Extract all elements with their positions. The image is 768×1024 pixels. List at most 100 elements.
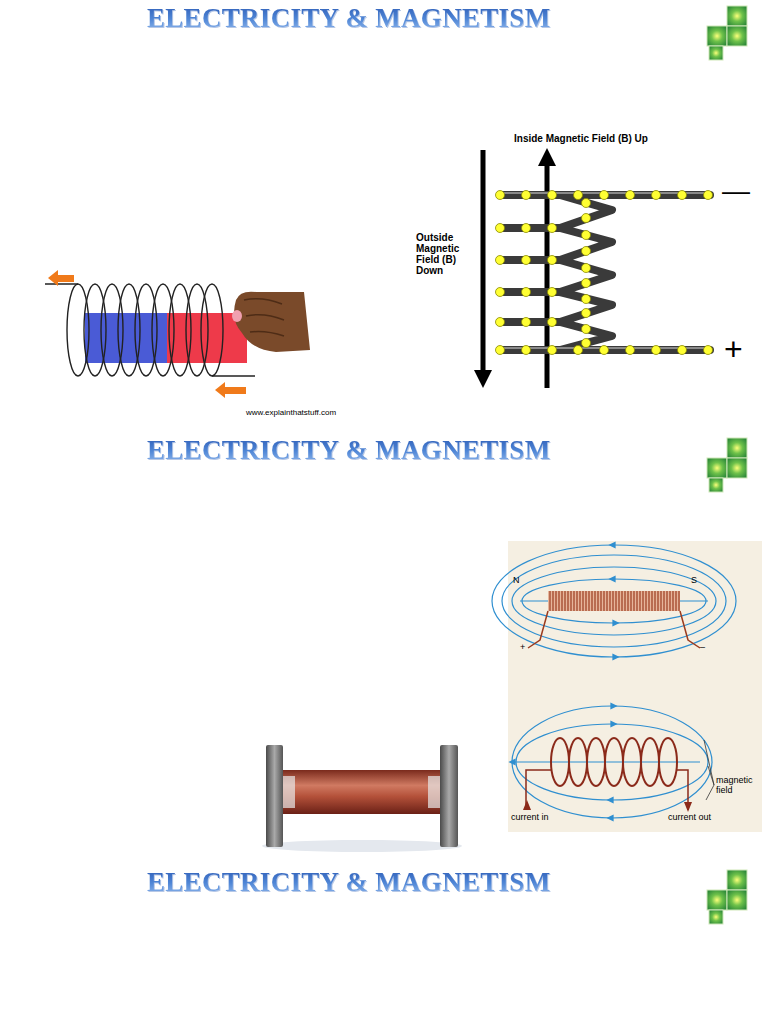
- field-lines-diagram: [512, 706, 712, 818]
- logo-squares: [727, 458, 747, 478]
- field-lines-diagram: [508, 541, 762, 832]
- solenoid-field-diagram: [548, 318, 557, 327]
- field-lines-diagram: [548, 591, 680, 611]
- solenoid-field-diagram: [522, 224, 531, 233]
- field-lines-diagram: [526, 738, 688, 810]
- solenoid-field-diagram: [522, 318, 531, 327]
- field-lines-diagram: [522, 579, 706, 623]
- magnet-coil-illustration: [118, 284, 140, 376]
- source-credit: www.explainthatstuff.com: [246, 409, 336, 418]
- logo-squares: [727, 6, 747, 26]
- solenoid-field-diagram: [678, 191, 687, 200]
- solenoid-field-diagram: [574, 191, 583, 200]
- magnet-coil-illustration: [234, 292, 310, 352]
- magnet-coil-illustration: [212, 375, 255, 376]
- field-lines-diagram: [614, 622, 616, 623]
- field-lines-diagram: [684, 802, 692, 812]
- field-direction-label: Outside Magnetic Field (B) Down: [416, 232, 480, 276]
- solenoid-field-diagram: [522, 256, 531, 265]
- field-lines-diagram: [512, 567, 716, 635]
- solenoid-field-diagram: [500, 288, 560, 296]
- field-lines-diagram: [610, 799, 612, 800]
- solenoid-field-diagram: [582, 264, 591, 273]
- solenoid-photo: [262, 745, 462, 852]
- solenoid-field-diagram: [500, 224, 560, 232]
- logo-squares: [707, 6, 747, 60]
- solenoid-field-diagram: [474, 370, 492, 388]
- field-lines-diagram: [528, 611, 548, 648]
- field-lines-diagram: [528, 611, 700, 648]
- field-lines-diagram: [614, 656, 616, 657]
- field-lines-diagram: [704, 740, 714, 800]
- solenoid-field-diagram: [704, 346, 713, 355]
- field-lines-diagram: [612, 705, 614, 706]
- field-lines-diagram: [641, 738, 659, 786]
- solenoid-field-diagram: [496, 191, 713, 355]
- logo-squares: [727, 438, 747, 458]
- magnet-coil-illustration: [232, 310, 242, 322]
- field-lines-diagram: [605, 738, 623, 786]
- magnet-coil-illustration: [67, 284, 89, 376]
- slide-heading: ELECTRICITY & MAGNETISM: [147, 4, 550, 34]
- solenoid-field-diagram: [496, 256, 505, 265]
- callout-label: magnetic field: [716, 776, 760, 796]
- logo-squares: [727, 890, 747, 910]
- magnet-coil-illustration: [201, 284, 223, 376]
- solenoid-field-diagram: [496, 318, 505, 327]
- solenoid-field-diagram: [652, 191, 661, 200]
- slide-heading: ELECTRICITY & MAGNETISM: [147, 868, 550, 898]
- solenoid-photo: [283, 776, 295, 808]
- solenoid-field-diagram: [582, 279, 591, 288]
- solenoid-field-diagram: [574, 346, 583, 355]
- magnet-coil-illustration: [45, 283, 78, 284]
- solenoid-field-diagram: [626, 346, 635, 355]
- field-direction-label: Inside Magnetic Field (B) Up: [514, 133, 648, 144]
- field-lines-diagram: [623, 738, 641, 786]
- current-label: current in: [511, 813, 549, 823]
- pole-label: S: [691, 576, 697, 586]
- logo-squares: [707, 458, 727, 478]
- magnet-coil-illustration: [169, 284, 191, 376]
- field-lines-diagram: [569, 738, 587, 786]
- field-lines-diagram: [708, 766, 714, 785]
- slide-heading: ELECTRICITY & MAGNETISM: [147, 436, 550, 466]
- solenoid-photo: [440, 745, 458, 847]
- solenoid-field-diagram: [496, 224, 505, 233]
- magnet-coil-illustration: [215, 382, 246, 398]
- field-lines-diagram: [526, 770, 551, 810]
- solenoid-field-diagram: [548, 288, 557, 297]
- solenoid-field-diagram: [522, 288, 531, 297]
- solenoid-field-diagram: [500, 191, 710, 199]
- solenoid-field-diagram: [500, 318, 560, 326]
- logo-squares: [707, 890, 727, 910]
- polarity-sign: —: [722, 176, 750, 207]
- magnet-coil-illustration: [152, 284, 174, 376]
- magnet-coil-illustration: [35, 265, 350, 425]
- solenoid-field-diagram: [582, 231, 591, 240]
- polarity-sign: +: [724, 332, 743, 367]
- solenoid-field-diagram: [582, 247, 591, 256]
- solenoid-field-diagram: [548, 346, 557, 355]
- field-lines-diagram: [502, 555, 726, 647]
- logo-squares: [727, 870, 747, 890]
- solenoid-field-diagram: [582, 214, 591, 223]
- field-lines-diagram: [492, 545, 736, 657]
- magnet-coil-illustration: [135, 284, 157, 376]
- logo-squares: [707, 870, 747, 924]
- solenoid-photo: [283, 770, 440, 814]
- field-lines-diagram: [680, 611, 700, 648]
- logo-squares: [709, 910, 723, 924]
- solenoid-field-diagram: [626, 191, 635, 200]
- magnet-coil-illustration: [48, 270, 74, 286]
- solenoid-field-diagram: [582, 325, 591, 334]
- solenoid-field-diagram: [678, 346, 687, 355]
- magnet-coil-illustration: [84, 284, 106, 376]
- solenoid-field-diagram: [600, 346, 609, 355]
- field-lines-diagram: [512, 706, 712, 818]
- solenoid-photo: [262, 840, 462, 852]
- solenoid-field-diagram: [600, 191, 609, 200]
- field-lines-diagram: [523, 800, 531, 810]
- polarity-sign: –: [700, 643, 705, 653]
- solenoid-field-diagram: [522, 346, 531, 355]
